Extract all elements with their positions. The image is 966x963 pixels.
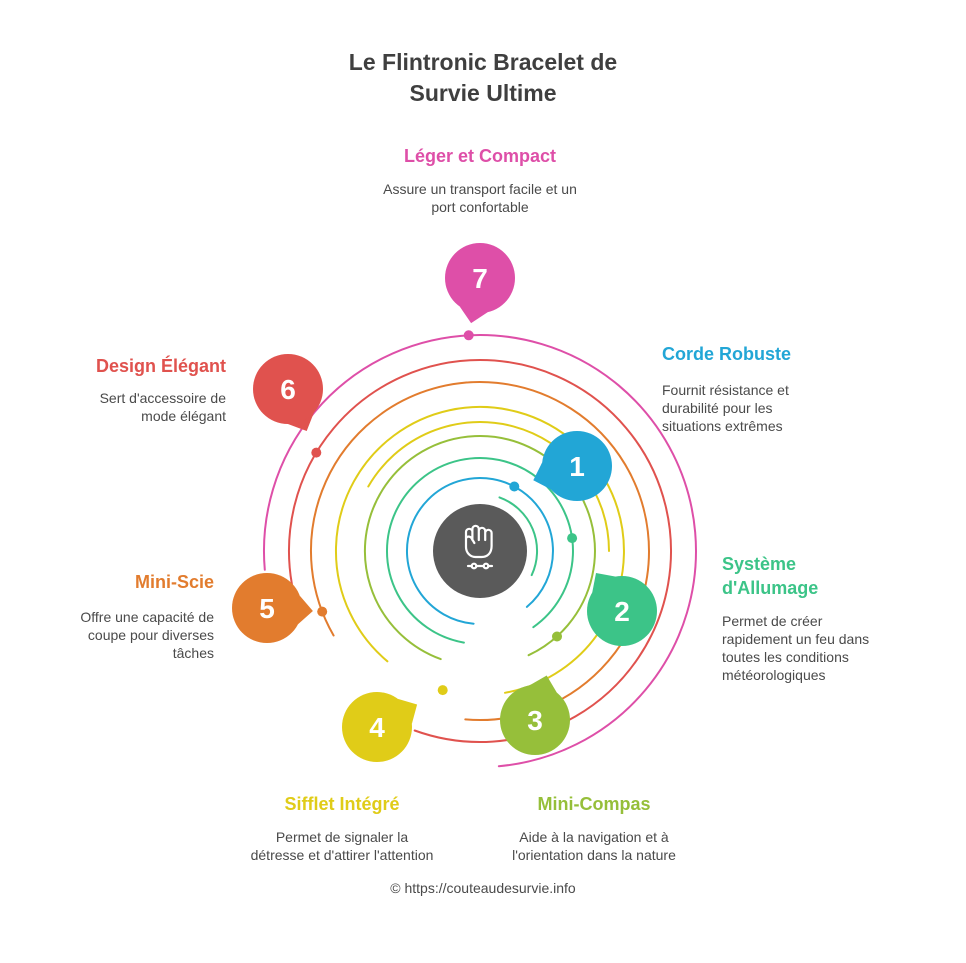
arc-item-5 (310, 381, 650, 721)
item-6-number: 6 (280, 374, 296, 405)
item-4-marker-dot (437, 685, 448, 696)
item-2-title-line: d'Allumage (722, 578, 819, 598)
item-1-desc-line: situations extrêmes (662, 418, 783, 434)
arc-item-1 (406, 477, 554, 625)
item-1-desc-line: durabilité pour les (662, 400, 773, 416)
item-6-marker-dot (311, 447, 322, 458)
item-markers: 1 2 3 4 5 6 7 (232, 243, 657, 762)
item-5-title: Mini-Scie (134, 572, 214, 592)
item-2-desc-line: toutes les conditions (722, 649, 849, 665)
item-3-marker-dot (552, 631, 562, 642)
item-5-desc-line: tâches (172, 645, 214, 661)
footer-copyright: © https://couteaudesurvie.info (390, 880, 576, 896)
item-6-desc-line: Sert d'accessoire de (99, 390, 226, 406)
item-4-number: 4 (369, 712, 385, 743)
item-5-description: Offre une capacité de coupe pour diverse… (14, 608, 214, 662)
item-4-bubble-circle (342, 692, 412, 762)
item-2-desc-line: météorologiques (722, 667, 826, 683)
item-1-marker-dot (509, 481, 520, 492)
item-4-desc-line: détresse et d'attirer l'attention (250, 847, 434, 863)
center-hub (433, 504, 527, 598)
item-4-title: Sifflet Intégré (284, 794, 400, 814)
item-5-bubble: 5 (232, 573, 313, 643)
diagram-title: Le Flintronic Bracelet de Survie Ultime (233, 47, 733, 109)
title-line-2: Survie Ultime (409, 80, 557, 106)
item-7-number: 7 (472, 263, 488, 294)
item-5-desc-line: coupe pour diverses (87, 627, 214, 643)
item-3-title: Mini-Compas (537, 794, 651, 814)
item-5-bubble-pointer (298, 595, 313, 625)
item-2-desc-line: rapidement un feu dans (722, 631, 870, 647)
inner-arc-yellow (367, 421, 610, 552)
item-5-bubble-circle (232, 573, 302, 643)
item-7-desc-line: Assure un transport facile et un (383, 181, 577, 197)
arc-item-3 (363, 435, 596, 661)
item-7-title: Léger et Compact (403, 146, 557, 166)
item-6-title: Design Élégant (95, 356, 226, 376)
item-4-bubble: 4 (342, 692, 418, 762)
item-7-bubble-circle (445, 243, 515, 313)
item-1-number: 1 (569, 451, 585, 482)
item-4-desc-line: Permet de signaler la (275, 829, 409, 845)
item-1-desc-line: Fournit résistance et (662, 382, 789, 398)
item-2-desc-line: Permet de créer (722, 613, 823, 629)
item-7-bubble: 7 (445, 243, 515, 324)
center-circle (433, 504, 527, 598)
item-4-description: Permet de signaler la détresse et d'atti… (222, 828, 462, 864)
item-6-bubble: 6 (253, 354, 323, 431)
item-2-number: 2 (614, 596, 630, 627)
item-5-marker-dot (317, 606, 328, 617)
item-3-number: 3 (527, 705, 543, 736)
item-3-bubble: 3 (500, 675, 570, 755)
item-1-bubble-circle (542, 431, 612, 501)
item-7-marker-dot (463, 330, 474, 341)
item-3-desc-line: Aide à la navigation et à (519, 829, 669, 845)
item-1-description: Fournit résistance et durabilité pour le… (662, 381, 789, 435)
title-line-1: Le Flintronic Bracelet de (348, 49, 618, 75)
raised-fist-with-bracelet-icon (464, 524, 494, 570)
arc-item-2 (386, 457, 574, 644)
item-7-description: Assure un transport facile et un port co… (330, 180, 630, 216)
item-5-number: 5 (259, 593, 275, 624)
item-2-bubble: 2 (587, 573, 657, 646)
item-6-description: Sert d'accessoire de mode élégant (26, 389, 226, 425)
item-2-description: Permet de créer rapidement un feu dans t… (722, 612, 869, 684)
concentric-arcs (263, 334, 697, 768)
item-7-desc-line: port confortable (431, 199, 529, 215)
item-3-desc-line: l'orientation dans la nature (512, 847, 676, 863)
item-3-bubble-circle (500, 685, 570, 755)
item-1-title: Corde Robuste (662, 344, 792, 364)
item-1-bubble: 1 (533, 431, 612, 501)
item-2-title-line: Système (722, 554, 797, 574)
item-2-bubble-circle (587, 576, 657, 646)
item-6-desc-line: mode élégant (141, 408, 226, 424)
item-2-title: Système d'Allumage (722, 552, 818, 600)
item-6-bubble-circle (253, 354, 323, 424)
item-5-desc-line: Offre une capacité de (80, 609, 214, 625)
item-3-description: Aide à la navigation et à l'orientation … (474, 828, 714, 864)
item-2-marker-dot (567, 533, 578, 544)
inner-arc-green (498, 496, 539, 577)
